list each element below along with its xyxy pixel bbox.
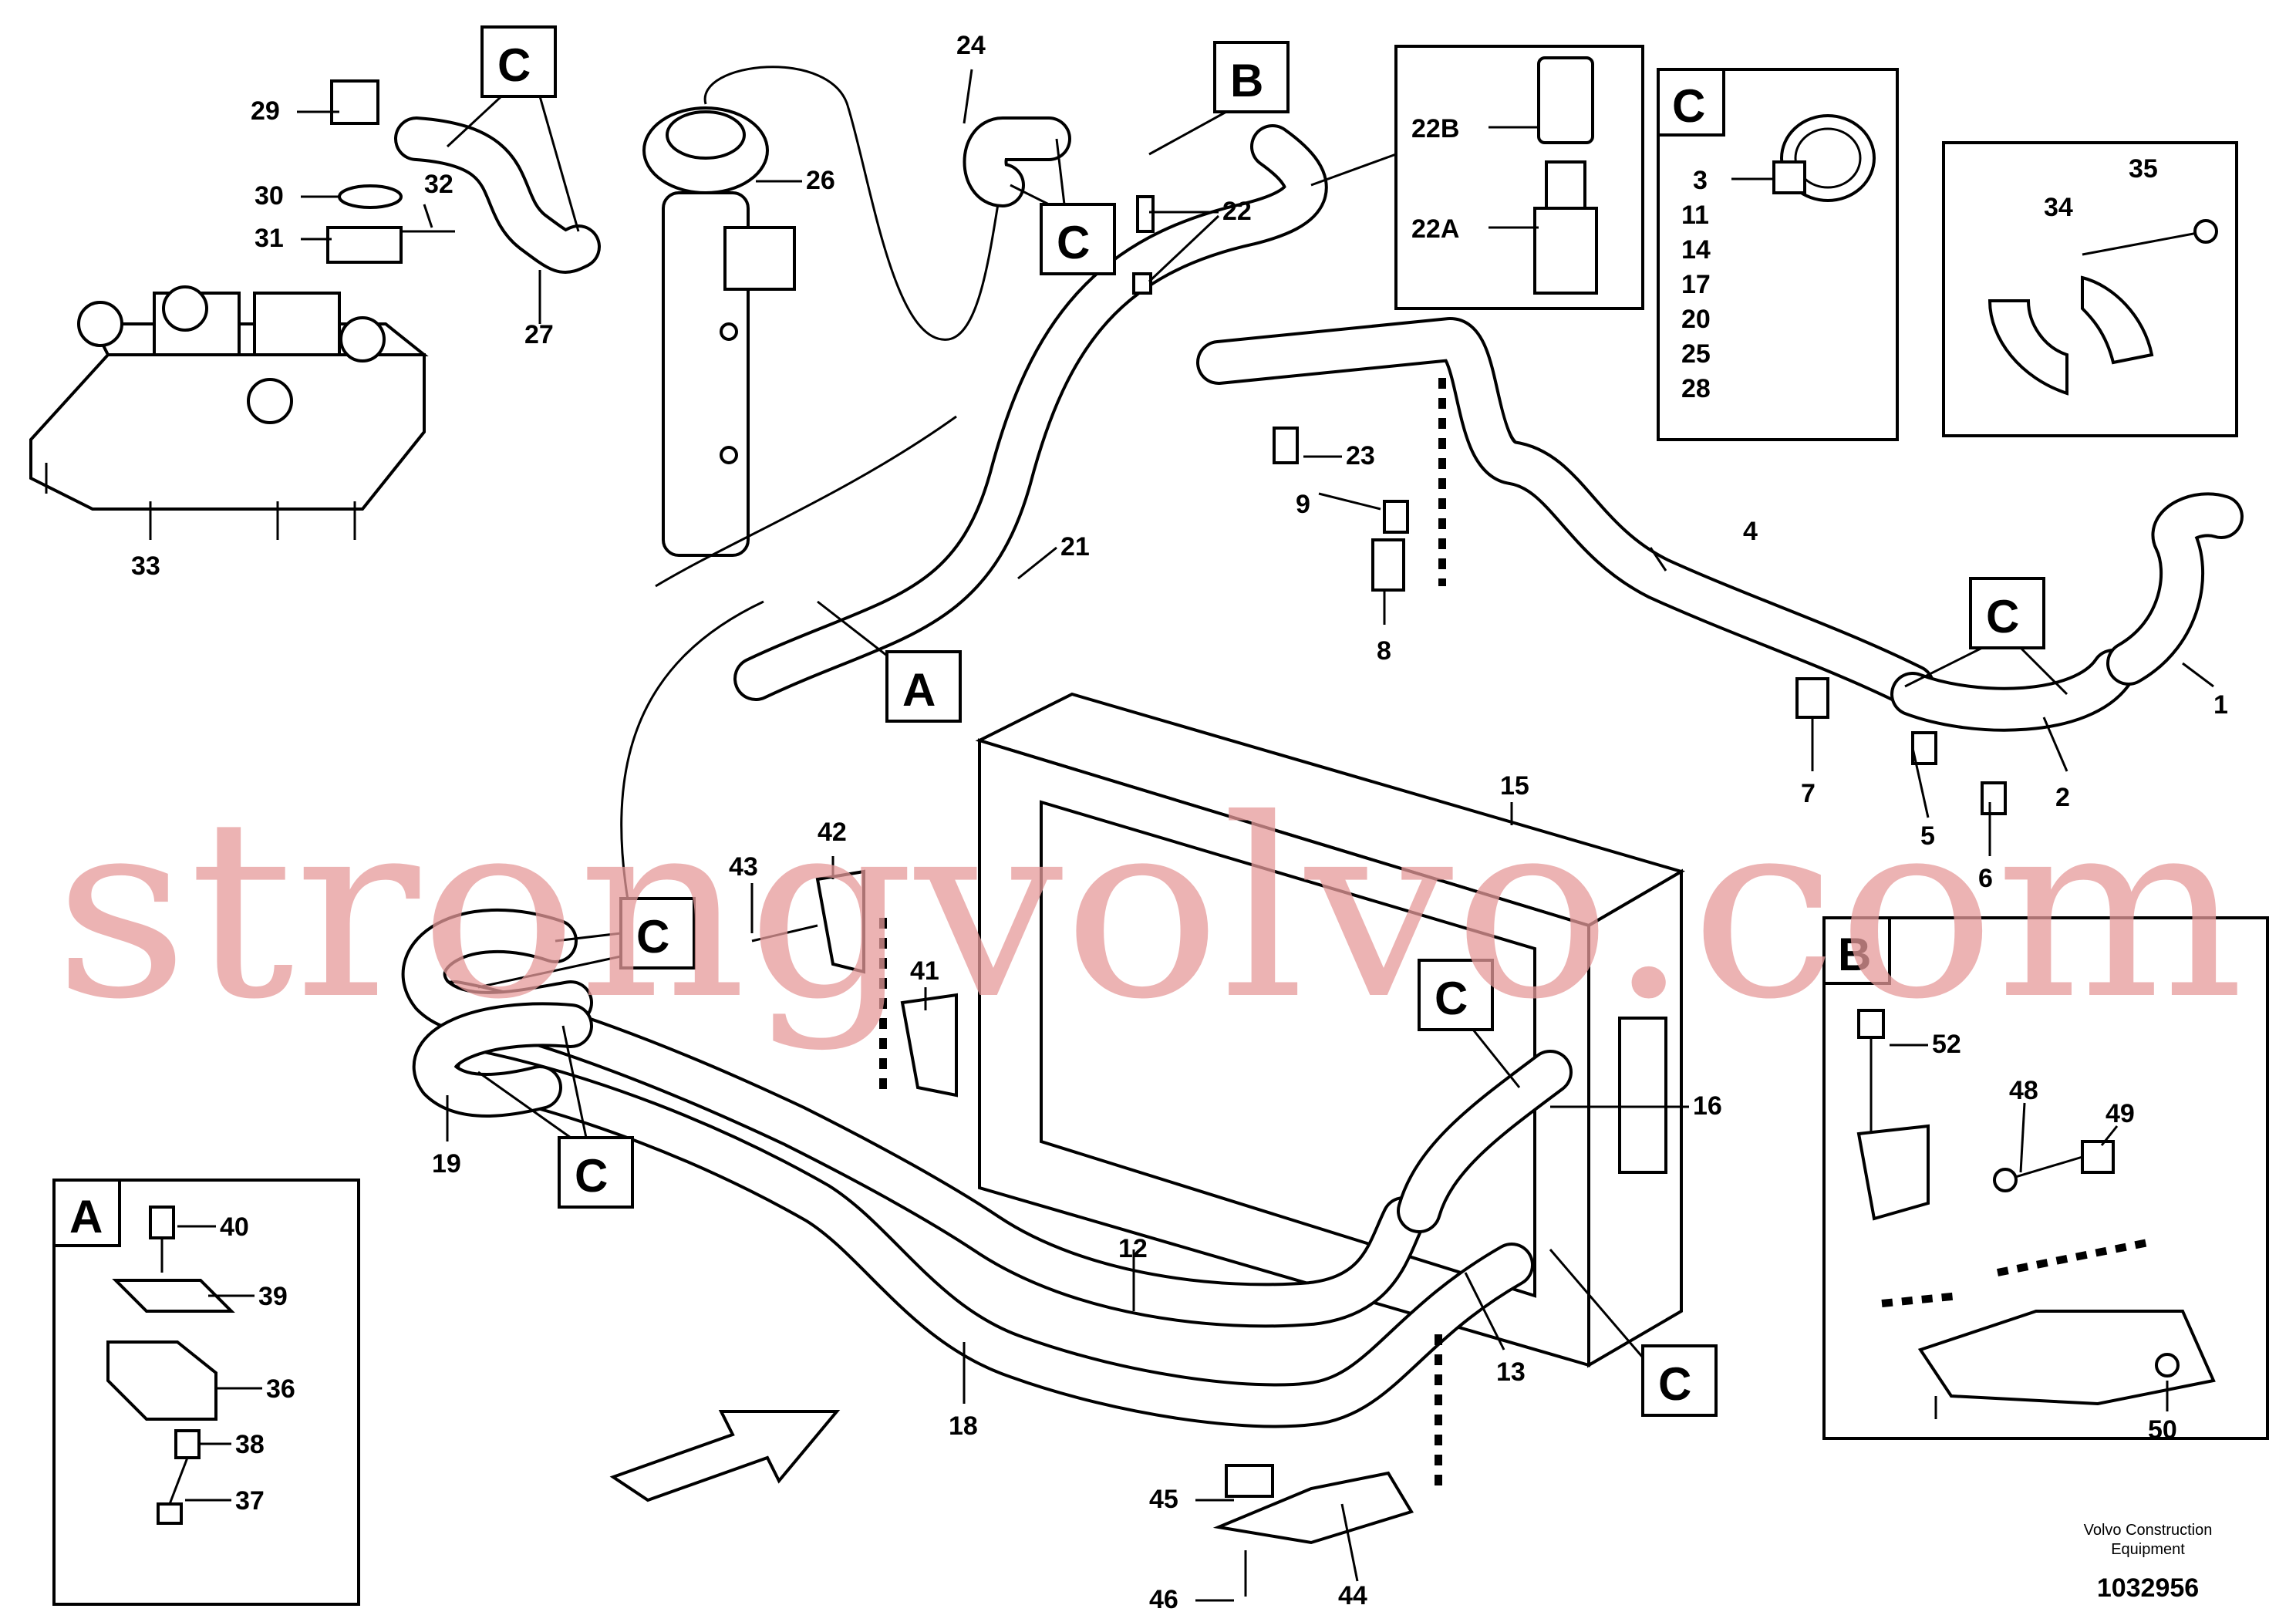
legend-c-item-5: 25 — [1681, 339, 1711, 369]
legend-c-title: C — [1672, 80, 1705, 132]
label-18: 18 — [949, 1411, 978, 1441]
label-13: 13 — [1496, 1357, 1526, 1387]
detail-a-item-1: 39 — [258, 1282, 288, 1311]
label-26: 26 — [806, 166, 835, 195]
label-33: 33 — [131, 551, 160, 581]
label-41: 41 — [910, 956, 939, 986]
callout-c-bottom-left: C — [477, 1025, 634, 1209]
legend-c-item-0: 3 — [1693, 166, 1708, 195]
detail-b-item-3: 50 — [2148, 1415, 2177, 1445]
detail-b-item-1: 48 — [2009, 1076, 2038, 1105]
detail-b-item-2: 49 — [2106, 1099, 2135, 1128]
label-44: 44 — [1338, 1581, 1367, 1610]
label-31: 31 — [255, 224, 284, 253]
svg-text:C: C — [1435, 973, 1468, 1024]
hose-network — [394, 116, 2244, 1428]
engine-part-33 — [29, 285, 429, 540]
label-30: 30 — [255, 181, 284, 211]
svg-text:C: C — [1986, 591, 2019, 642]
label-23: 23 — [1346, 441, 1375, 470]
drawing-number: 1032956 — [2097, 1573, 2199, 1603]
callout-c-bottom-right: C — [1549, 1249, 1718, 1417]
callout-c-left: C — [477, 897, 696, 989]
label-29: 29 — [251, 96, 280, 126]
label-32: 32 — [424, 170, 453, 199]
fittings — [326, 79, 2007, 815]
callout-c-right: C — [1904, 577, 2068, 696]
label-42: 42 — [818, 818, 847, 847]
svg-text:A: A — [902, 664, 936, 716]
label-35-detail: 35 — [2129, 154, 2158, 184]
detail-a-item-0: 40 — [220, 1212, 249, 1242]
callout-c-top-left: C — [446, 25, 580, 232]
svg-text:B: B — [1230, 55, 1263, 106]
legend-box-c: C 3 11 14 17 20 25 28 — [1657, 68, 1899, 441]
part-labels: 1 2 4 5 6 7 8 9 12 13 15 16 18 19 21 22 … — [131, 31, 2228, 1614]
label-1: 1 — [2213, 690, 2228, 720]
legend-c-item-4: 20 — [1681, 305, 1711, 334]
label-19: 19 — [432, 1149, 461, 1179]
label-5: 5 — [1920, 821, 1935, 851]
detail-b-title: B — [1838, 929, 1871, 980]
label-12: 12 — [1118, 1234, 1148, 1263]
legend-c-item-2: 14 — [1681, 235, 1711, 265]
bracket-44 — [1212, 1464, 1414, 1597]
detail-box-b: B 52 48 49 50 — [1822, 916, 2269, 1445]
label-46: 46 — [1149, 1585, 1178, 1614]
label-15: 15 — [1500, 771, 1529, 801]
detail-a-item-2: 36 — [266, 1374, 295, 1404]
airflow-arrow — [609, 1410, 841, 1502]
mounting-dashes — [879, 378, 1446, 1489]
callout-c-top-mid: C — [1010, 138, 1116, 275]
callout-c-radiator: C — [1418, 959, 1521, 1088]
callout-b-top: B — [1148, 41, 1290, 156]
detail-a-title: A — [69, 1191, 103, 1243]
callout-a-mid: A — [817, 600, 962, 723]
label-22a: 22A — [1411, 214, 1459, 244]
svg-text:C: C — [497, 39, 531, 91]
svg-text:C: C — [636, 911, 669, 963]
legend-c-item-3: 17 — [1681, 270, 1711, 299]
svg-text:C: C — [1057, 217, 1090, 268]
label-27: 27 — [524, 320, 554, 349]
label-8: 8 — [1377, 636, 1391, 666]
svg-text:C: C — [575, 1150, 608, 1202]
legend-c-item-1: 11 — [1681, 201, 1709, 230]
credit-line-2: Equipment — [2111, 1541, 2185, 1558]
expansion-tank-26 — [642, 66, 1020, 557]
label-21: 21 — [1060, 532, 1090, 561]
label-4: 4 — [1743, 517, 1758, 546]
label-22b: 22B — [1411, 114, 1459, 143]
detail-box-34-35: 34 35 — [1942, 141, 2238, 437]
callout-markers: C B C A C C C — [446, 25, 2068, 1417]
credit-line-1: Volvo Construction — [2084, 1522, 2213, 1539]
svg-text:C: C — [1658, 1358, 1691, 1410]
label-9: 9 — [1296, 490, 1310, 519]
detail-box-22: 22B 22A — [1310, 45, 1644, 310]
legend-c-item-6: 28 — [1681, 374, 1711, 403]
label-16: 16 — [1693, 1091, 1722, 1121]
label-24: 24 — [956, 31, 986, 60]
label-2: 2 — [2055, 783, 2070, 812]
label-34-detail: 34 — [2044, 193, 2073, 222]
detail-box-a: A 40 39 36 38 37 — [52, 1179, 360, 1606]
watermark-text: strongvolvo.com — [54, 767, 2244, 1054]
detail-a-item-3: 38 — [235, 1430, 265, 1459]
label-43: 43 — [729, 852, 758, 882]
label-45: 45 — [1149, 1485, 1178, 1514]
clips-41-43 — [751, 869, 958, 1098]
label-6: 6 — [1978, 864, 1993, 893]
label-7: 7 — [1801, 779, 1816, 808]
detail-b-item-0: 52 — [1932, 1030, 1961, 1059]
detail-a-item-4: 37 — [235, 1486, 265, 1516]
label-22: 22 — [1222, 197, 1252, 226]
